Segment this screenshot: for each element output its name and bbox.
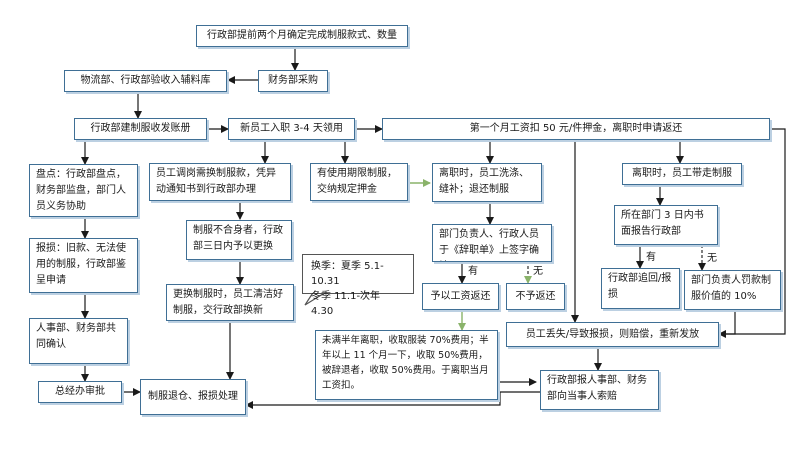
node-inventory: 盘点：行政部盘点，财务部监盘，部门人员义务协助 (29, 164, 138, 217)
node-no-refund: 不予返还 (506, 283, 565, 310)
node-claim: 行政部报人事部、财务部向当事人索赔 (540, 370, 659, 410)
node-season-note: 换季：夏季 5.1-10.31 冬季 11.1-次年 4.30 (302, 254, 414, 317)
edge-n27-n26 (245, 391, 540, 409)
node-exchange: 更换制服时，员工清洁好制服，交行政部换新 (166, 284, 294, 321)
node-new-hire: 新员工入职 3-4 天领用 (228, 118, 355, 140)
label-yes-refund: 有 (468, 266, 478, 277)
label-yes-recover: 有 (646, 252, 656, 263)
node-receive-stock: 物流部、行政部验收入辅料库 (64, 70, 227, 92)
node-sign-resign: 部门负责人、行政人员于《辞职单》上签字确认 (432, 224, 552, 262)
node-deposit: 第一个月工资扣 50 元/件押金，离职时申请返还 (382, 118, 770, 140)
label-no-penalty: 无 (707, 253, 717, 264)
node-recover: 行政部追回/报损 (601, 268, 680, 309)
node-lost-compensate: 员工丢失/导致报损，则赔偿，重新发放 (506, 322, 719, 347)
node-limited-use: 有使用期限制服，交纳规定押金 (310, 163, 408, 201)
node-return-scrap: 制服退仓、报损处理 (140, 379, 246, 415)
node-gm-approve: 总经办审批 (38, 381, 122, 403)
node-refund: 予以工资返还 (422, 283, 499, 310)
node-scrap-apply: 报损：旧款、无法使用的制服，行政部鉴呈申请 (29, 238, 138, 293)
label-no-refund: 无 (533, 266, 543, 277)
node-resign-take: 离职时，员工带走制服 (622, 163, 742, 185)
node-penalty: 部门负责人罚款制服价值的 10% (684, 270, 781, 310)
edge-right-rail (719, 128, 786, 335)
node-dept-report: 所在部门 3 日内书面报告行政部 (614, 205, 718, 245)
node-confirm: 人事部、财务部共同确认 (29, 318, 128, 364)
node-ledger: 行政部建制服收发账册 (74, 118, 207, 140)
node-plan-uniforms: 行政部提前两个月确定完成制服款式、数量 (196, 25, 408, 47)
node-charge-rules: 未满半年离职，收取服装 70%费用；半年以上 11 个月一下，收取 50%费用，… (315, 330, 498, 400)
node-resign-return: 离职时，员工洗涤、缝补；退还制服 (432, 163, 542, 202)
node-finance-purchase: 财务部采购 (258, 70, 328, 92)
edge-n20-n23 (718, 309, 736, 338)
node-misfit: 制服不合身者，行政部三日内予以更换 (186, 220, 292, 260)
node-transfer: 员工调岗需换制服款，凭异动通知书到行政部办理 (149, 163, 291, 201)
